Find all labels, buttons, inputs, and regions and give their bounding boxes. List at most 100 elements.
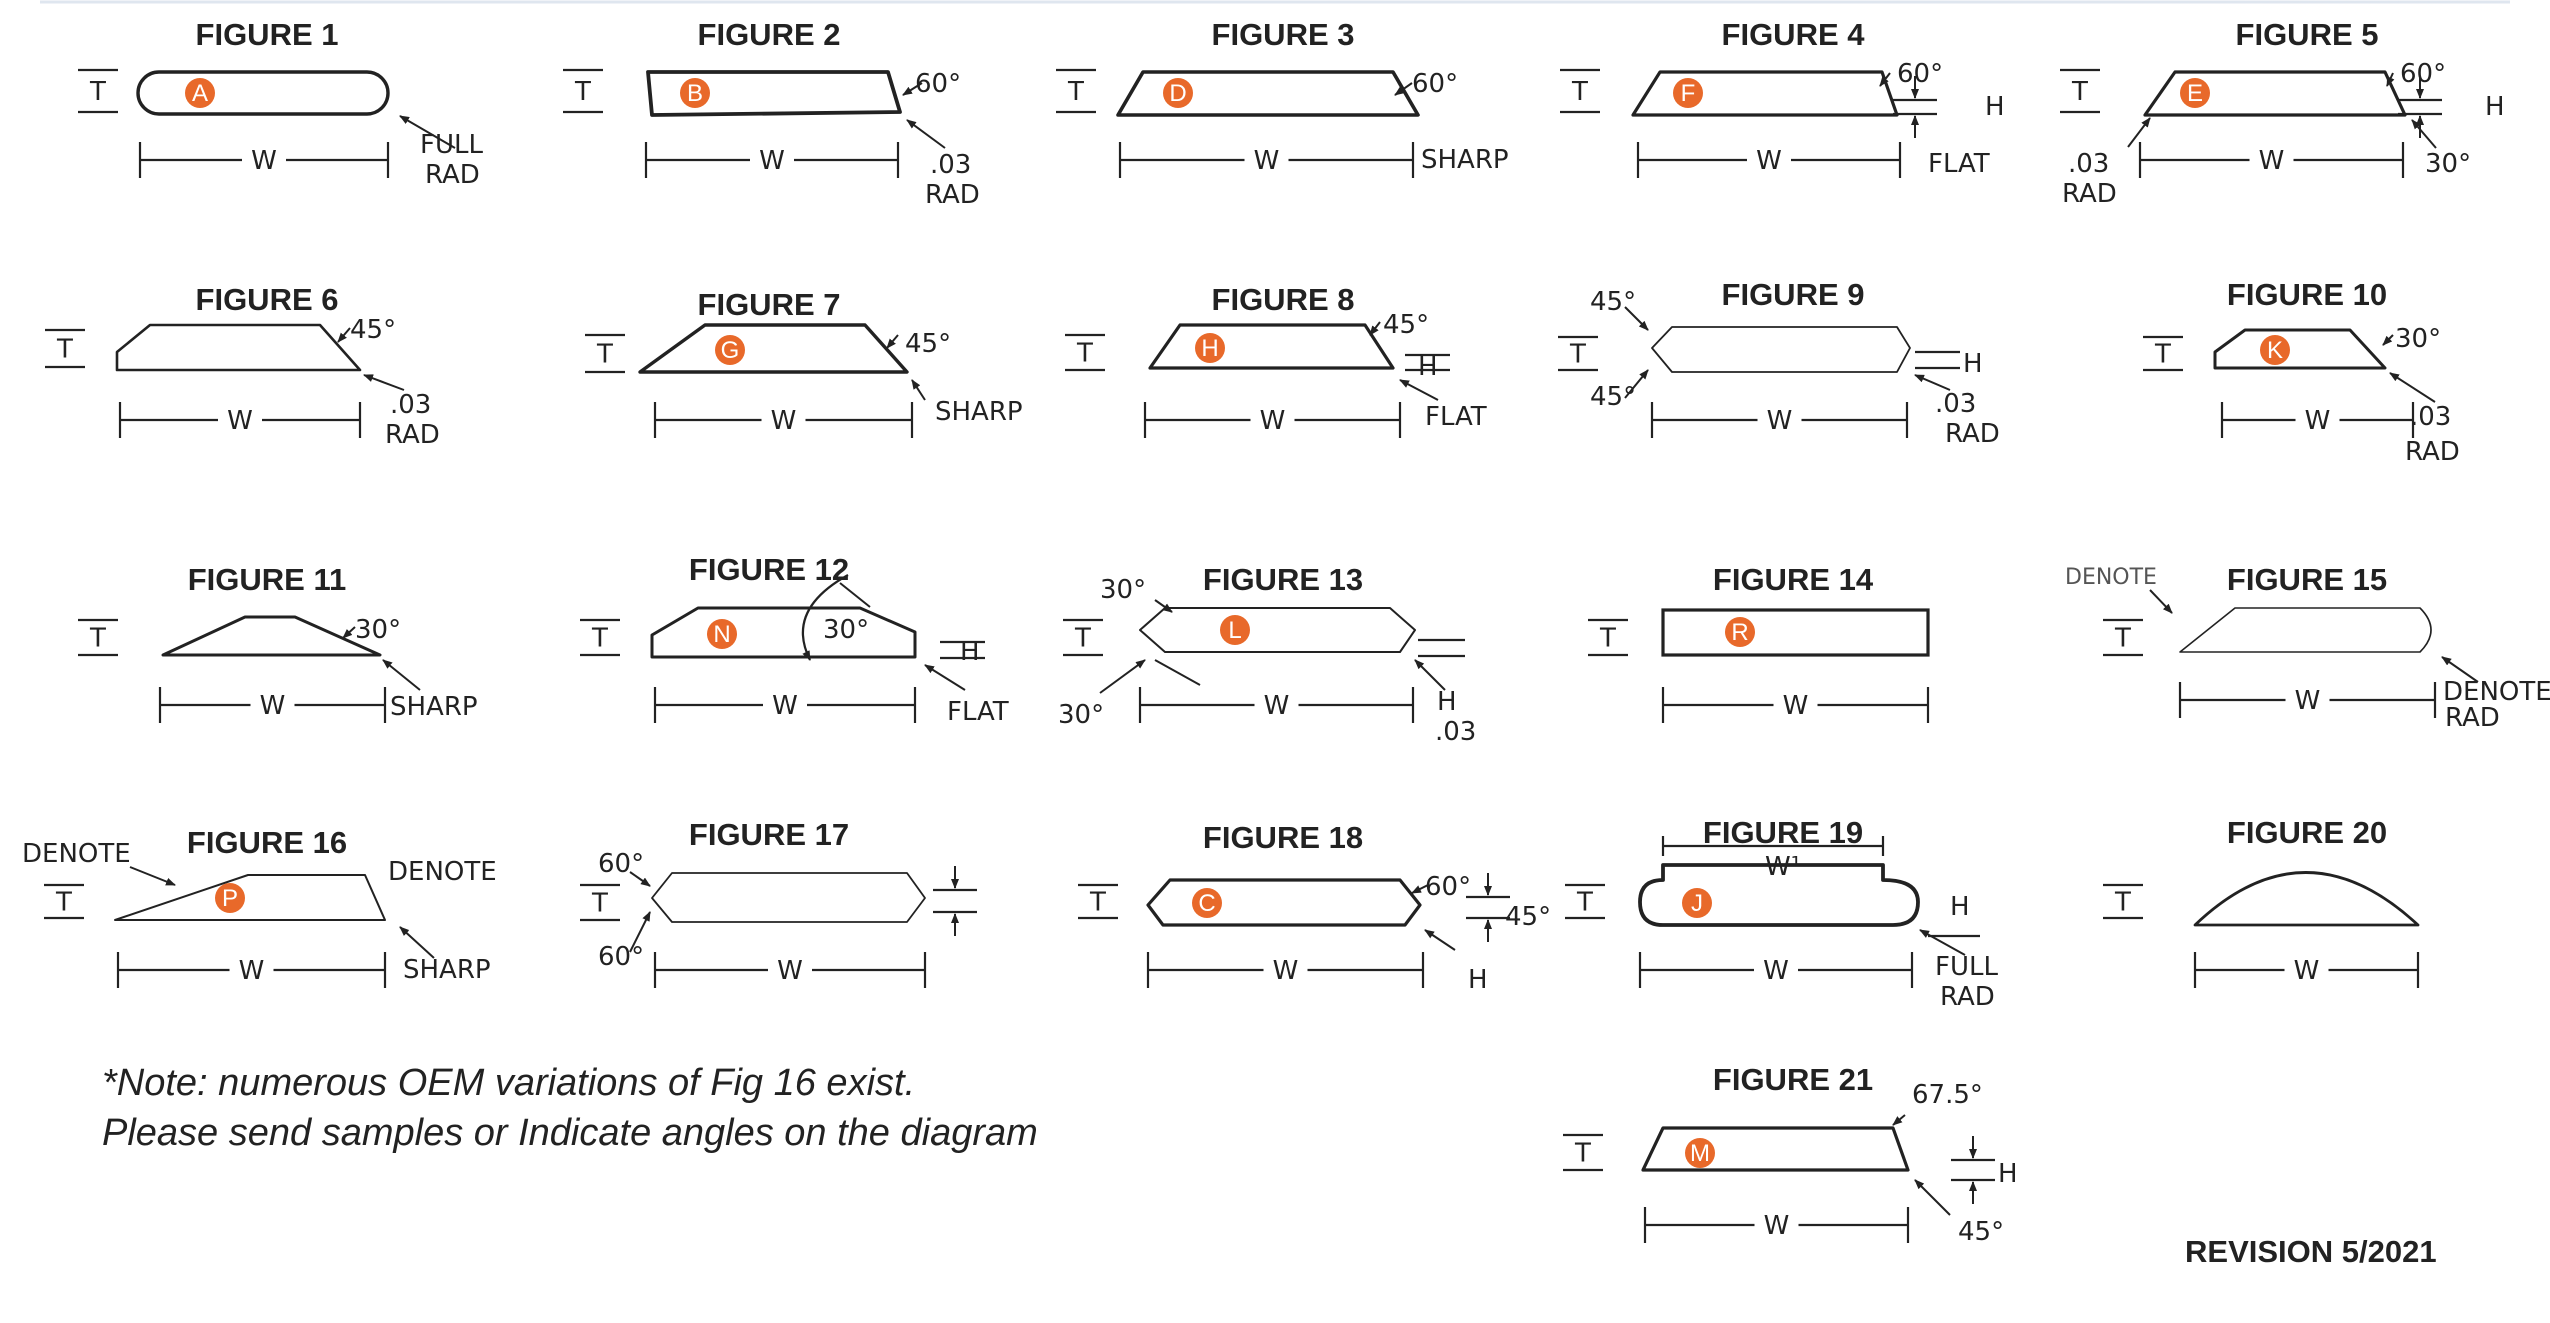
leader-arrow xyxy=(1919,929,1966,956)
leader-arrow xyxy=(924,664,966,691)
profile-shape xyxy=(2213,328,2387,370)
leader-arrow xyxy=(1099,659,1146,694)
leader-arrow xyxy=(2411,119,2437,149)
width-label: W xyxy=(1273,956,1299,986)
profile-shape xyxy=(2179,607,2432,653)
thickness-label: T xyxy=(56,335,73,365)
annotation-label: 30° xyxy=(355,615,401,645)
letter-badge xyxy=(185,78,215,108)
annotation-label: H xyxy=(960,637,980,667)
figure-title: FIGURE 1 xyxy=(196,17,339,52)
letter-badge xyxy=(1725,617,1755,647)
annotation-label: 45° xyxy=(1383,310,1429,340)
annotation-label: RAD xyxy=(2062,179,2117,209)
leader-arrow xyxy=(1424,929,1456,951)
letter-badge xyxy=(715,335,745,365)
annotation-label: SHARP xyxy=(1421,145,1509,175)
figure-title: FIGURE 13 xyxy=(1203,562,1363,597)
figure-title: FIGURE 15 xyxy=(2227,562,2387,597)
annotation-label: H xyxy=(2485,92,2505,122)
leader-arrow xyxy=(382,659,421,691)
figure-title: FIGURE 12 xyxy=(689,552,849,587)
leader-arrow xyxy=(906,119,946,149)
width-label: W xyxy=(260,691,286,721)
profile-shape xyxy=(1139,607,1416,653)
annotation-label: 67.5° xyxy=(1912,1080,1983,1110)
figure-title: FIGURE 16 xyxy=(187,825,347,860)
width-label: W xyxy=(1264,691,1290,721)
annotation-label: RAD xyxy=(2405,437,2460,467)
figure-title: FIGURE 21 xyxy=(1713,1062,1873,1097)
width-label: W xyxy=(227,406,253,436)
width-label: W xyxy=(759,146,785,176)
leader-arrow xyxy=(1892,1114,1906,1126)
note-line-1: *Note: numerous OEM variations of Fig 16… xyxy=(102,1062,915,1104)
width-label: W xyxy=(777,956,803,986)
profile-shape xyxy=(1146,878,1422,927)
angle-arc xyxy=(801,574,849,661)
profile-shape xyxy=(114,874,386,921)
thickness-label: T xyxy=(1599,624,1616,654)
annotation-label: .03 xyxy=(2410,402,2451,432)
annotation-label: RAD xyxy=(1940,982,1995,1012)
width-label: W xyxy=(251,146,277,176)
leader-arrow xyxy=(1394,82,1413,96)
badge-letter: P xyxy=(222,885,238,912)
annotation-label: H xyxy=(1437,687,1457,717)
annotation-label: DENOTE xyxy=(2065,565,2157,590)
annotation-label: 60° xyxy=(598,942,644,972)
annotation-label: 60° xyxy=(915,69,961,99)
figure-title: FIGURE 4 xyxy=(1722,17,1866,52)
figure-17: FIGURE 17 T W 60° 60° xyxy=(580,817,977,988)
width-label: W xyxy=(2295,686,2321,716)
thickness-label: T xyxy=(591,889,608,919)
leader-arrow xyxy=(399,115,456,149)
annotation-label: FLAT xyxy=(1928,149,1990,179)
profile-shape xyxy=(161,615,382,657)
figure-title: FIGURE 7 xyxy=(698,287,841,322)
annotation-label: RAD xyxy=(2445,703,2500,733)
annotation-label: FLAT xyxy=(1425,402,1487,432)
width-label: W xyxy=(1764,1211,1790,1241)
leader-arrow xyxy=(1914,374,1951,391)
badge-letter: D xyxy=(1169,80,1186,107)
badge-letter: M xyxy=(1690,1140,1710,1167)
letter-badge xyxy=(1685,1138,1715,1168)
revision-label: REVISION 5/2021 xyxy=(2185,1234,2437,1269)
leader-arrow xyxy=(1914,1179,1951,1216)
letter-badge xyxy=(707,619,737,649)
thickness-label: T xyxy=(1571,77,1588,107)
annotation-label: H xyxy=(1418,352,1438,382)
letter-badge xyxy=(215,883,245,913)
thickness-label: T xyxy=(1089,888,1106,918)
figure-title: FIGURE 14 xyxy=(1713,562,1874,597)
profile-shape xyxy=(638,323,909,374)
thickness-label: T xyxy=(1074,624,1091,654)
badge-letter: G xyxy=(721,337,740,364)
thickness-label: T xyxy=(1067,77,1084,107)
figure-title: FIGURE 17 xyxy=(689,817,849,852)
figure-title: FIGURE 19 xyxy=(1703,815,1863,850)
thickness-label: T xyxy=(596,340,613,370)
width-label: W xyxy=(1767,406,1793,436)
figure-title: FIGURE 3 xyxy=(1212,17,1355,52)
annotation-label: 30° xyxy=(2425,149,2471,179)
annotation-label: W¹ xyxy=(1765,852,1801,882)
annotation-label: 60° xyxy=(598,849,644,879)
annotation-label: H xyxy=(1998,1159,2018,1189)
annotation-label: 45° xyxy=(1590,382,1636,412)
annotation-label: DENOTE xyxy=(22,839,131,869)
annotation-label: DENOTE xyxy=(2443,677,2550,707)
annotation-label: 60° xyxy=(1412,69,1458,99)
figure-title: FIGURE 6 xyxy=(196,282,339,317)
width-label: W xyxy=(239,956,265,986)
figure-title: FIGURE 18 xyxy=(1203,820,1363,855)
